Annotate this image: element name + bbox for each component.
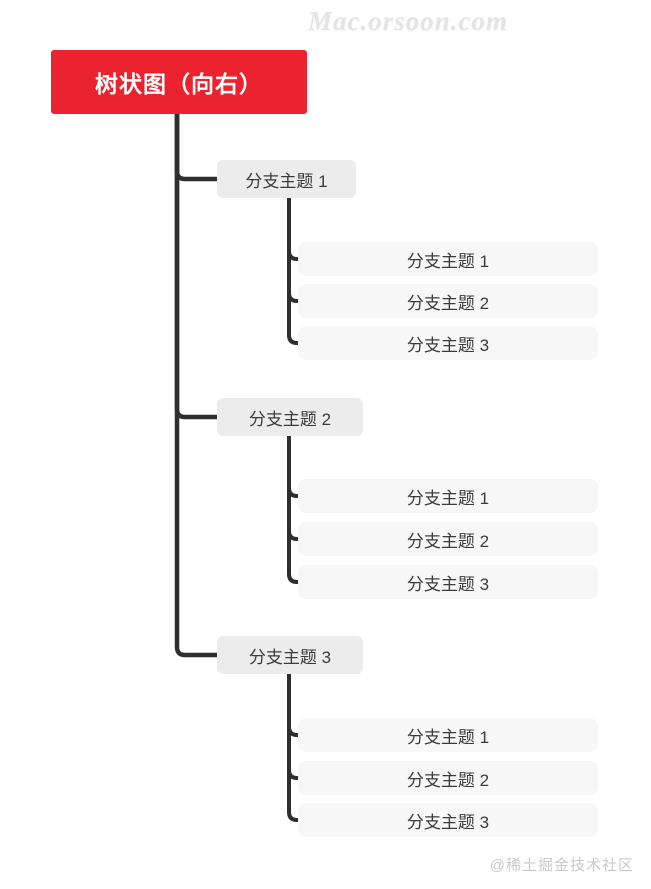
connector-root-branch1 — [174, 109, 220, 182]
sub-topic-node[interactable]: 分支主题 1 — [298, 479, 598, 513]
sub-topic-node[interactable]: 分支主题 2 — [298, 522, 598, 556]
connector-root-branch2 — [174, 109, 220, 420]
branch-node-2[interactable]: 分支主题 2 — [217, 398, 363, 436]
connector-b2-c3 — [287, 433, 301, 584]
watermark-orsoon: Mac.orsoon.com — [308, 6, 509, 36]
sub-topic-node[interactable]: 分支主题 3 — [298, 803, 598, 837]
sub-topic-node[interactable]: 分支主题 3 — [298, 326, 598, 360]
sub-topic-node[interactable]: 分支主题 3 — [298, 565, 598, 599]
watermark-juejin: @稀土掘金技术社区 — [489, 857, 634, 874]
branch-node-1[interactable]: 分支主题 1 — [217, 160, 356, 198]
root-topic-node[interactable]: 树状图（向右） — [51, 50, 307, 114]
sub-topic-node[interactable]: 分支主题 2 — [298, 284, 598, 318]
branch-node-3[interactable]: 分支主题 3 — [217, 636, 363, 674]
sub-topic-node[interactable]: 分支主题 2 — [298, 761, 598, 795]
sub-topic-node[interactable]: 分支主题 1 — [298, 718, 598, 752]
connector-root-branch3 — [174, 109, 220, 658]
sub-topic-node[interactable]: 分支主题 1 — [298, 242, 598, 276]
